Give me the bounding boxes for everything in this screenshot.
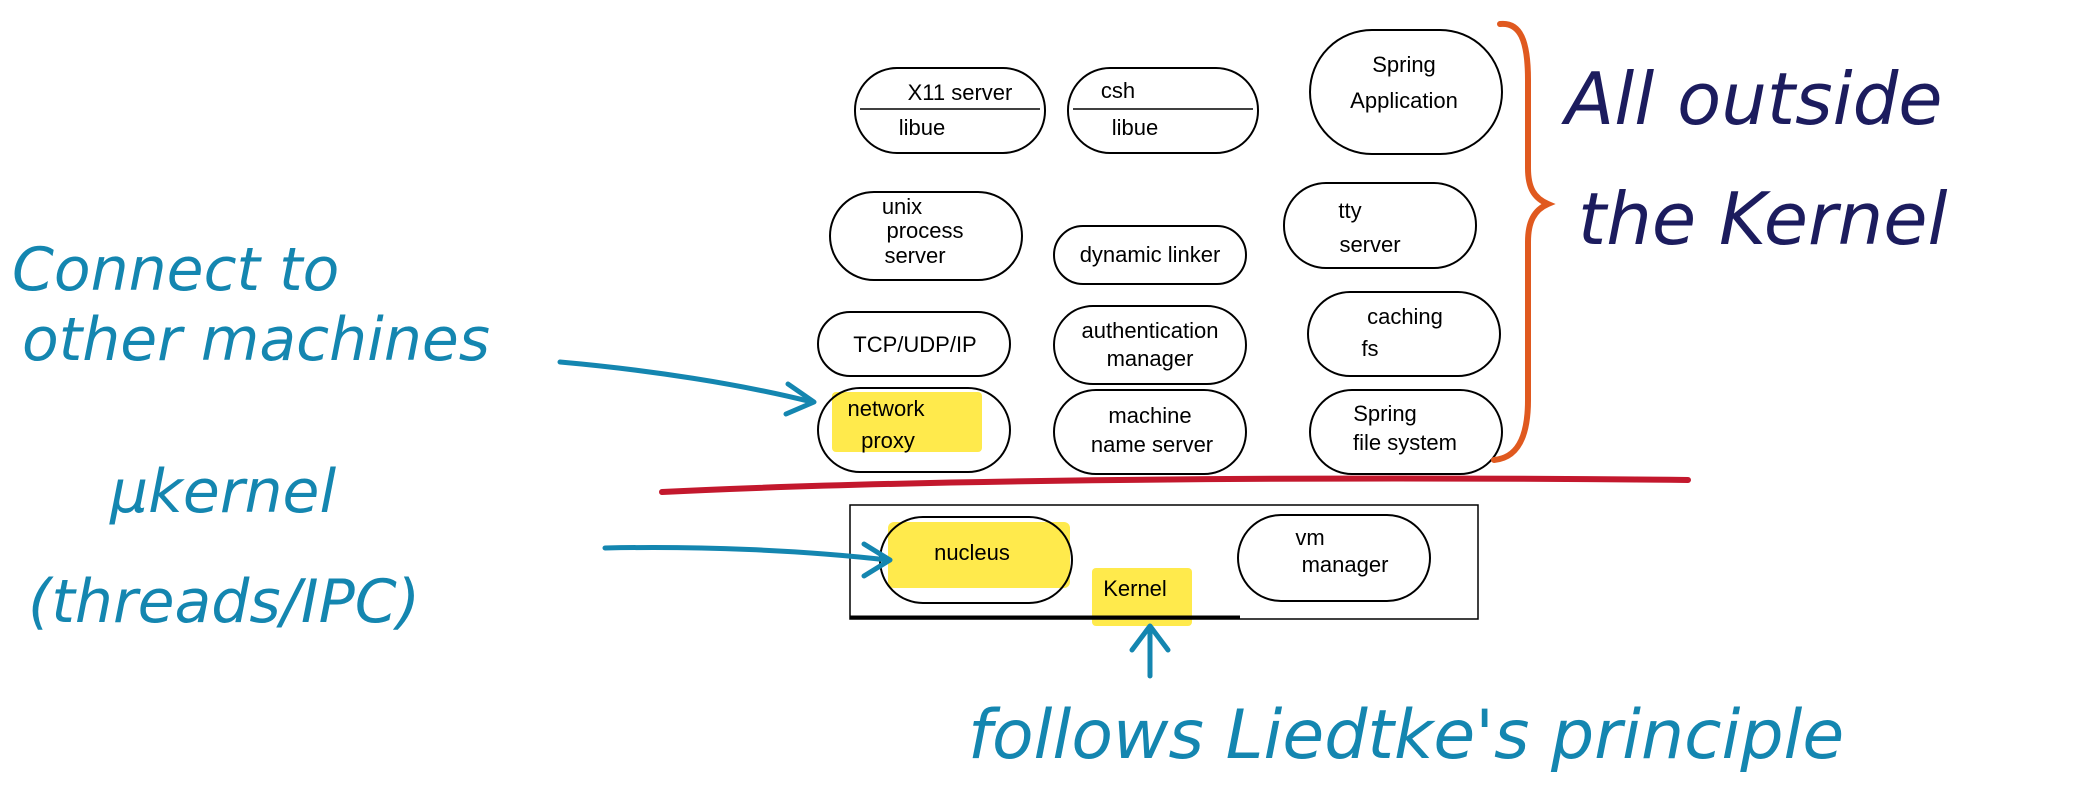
kernel-label: Kernel [1103,576,1167,601]
node-label: csh [1101,78,1135,103]
nucleus-node: nucleus [879,516,1073,604]
node-label: proxy [861,428,915,453]
ukernel-annotation-line1: μkernel [109,457,336,527]
kernel-boundary-line [659,475,1691,495]
tcp-udp-ip-node: TCP/UDP/IP [817,311,1011,377]
node-label: fs [1361,336,1378,361]
caching-fs-node: caching fs [1307,291,1501,377]
node-label: caching [1367,304,1443,329]
node-label: X11 server [908,80,1013,105]
authentication-manager-node: authentication manager [1053,305,1247,385]
node-label: manager [1302,552,1389,577]
liedtke-annotation: follows Liedtke's principle [968,696,1844,775]
node-label: Application [1350,88,1458,113]
node-label: machine [1108,403,1191,428]
all-outside-annotation-line1: All outside [1561,57,1943,141]
network-proxy-highlight [832,392,982,452]
spring-file-system-node: Spring file system [1309,389,1503,475]
node-label: Spring [1353,401,1417,426]
node-label: network [847,396,925,421]
kernel-label-highlight [1092,568,1192,626]
all-outside-annotation-line2: the Kernel [1578,177,1948,261]
node-label: TCP/UDP/IP [853,332,976,357]
network-proxy-node: network proxy [817,387,1011,473]
connect-annotation-line2: other machines [22,305,490,375]
node-label: tty [1338,198,1361,223]
node-label: server [884,243,945,268]
node-label: name server [1091,432,1213,457]
spring-application-node: Spring Application [1309,29,1503,155]
tty-server-node: tty server [1283,182,1477,269]
nucleus-highlight [888,522,1070,588]
arrow-to-network-proxy [557,359,817,417]
ukernel-annotation-line2: (threads/IPC) [28,567,420,637]
kernel-box: Kernel [849,504,1479,620]
vm-manager-node: vm manager [1237,514,1431,602]
node-label: libue [1112,115,1158,140]
dynamic-linker-node: dynamic linker [1053,225,1247,285]
unix-process-server-node: unix process server [829,191,1023,281]
node-label: authentication [1082,318,1219,343]
node-label: dynamic linker [1080,242,1221,267]
node-label: server [1339,232,1400,257]
node-label: file system [1353,430,1457,455]
node-label: vm [1295,525,1324,550]
machine-name-server-node: machine name server [1053,389,1247,475]
node-label: nucleus [934,540,1010,565]
node-label: process [886,218,963,243]
csh-node: csh libue [1067,67,1259,154]
x11-server-node: X11 server libue [854,67,1046,154]
arrow-to-kernel-label [1129,623,1171,679]
node-label: manager [1107,346,1194,371]
node-label: Spring [1372,52,1436,77]
arrow-to-nucleus [602,541,893,579]
node-label: libue [899,115,945,140]
node-label: unix [882,194,922,219]
outside-kernel-brace [1491,20,1556,463]
connect-annotation-line1: Connect to [12,235,339,305]
